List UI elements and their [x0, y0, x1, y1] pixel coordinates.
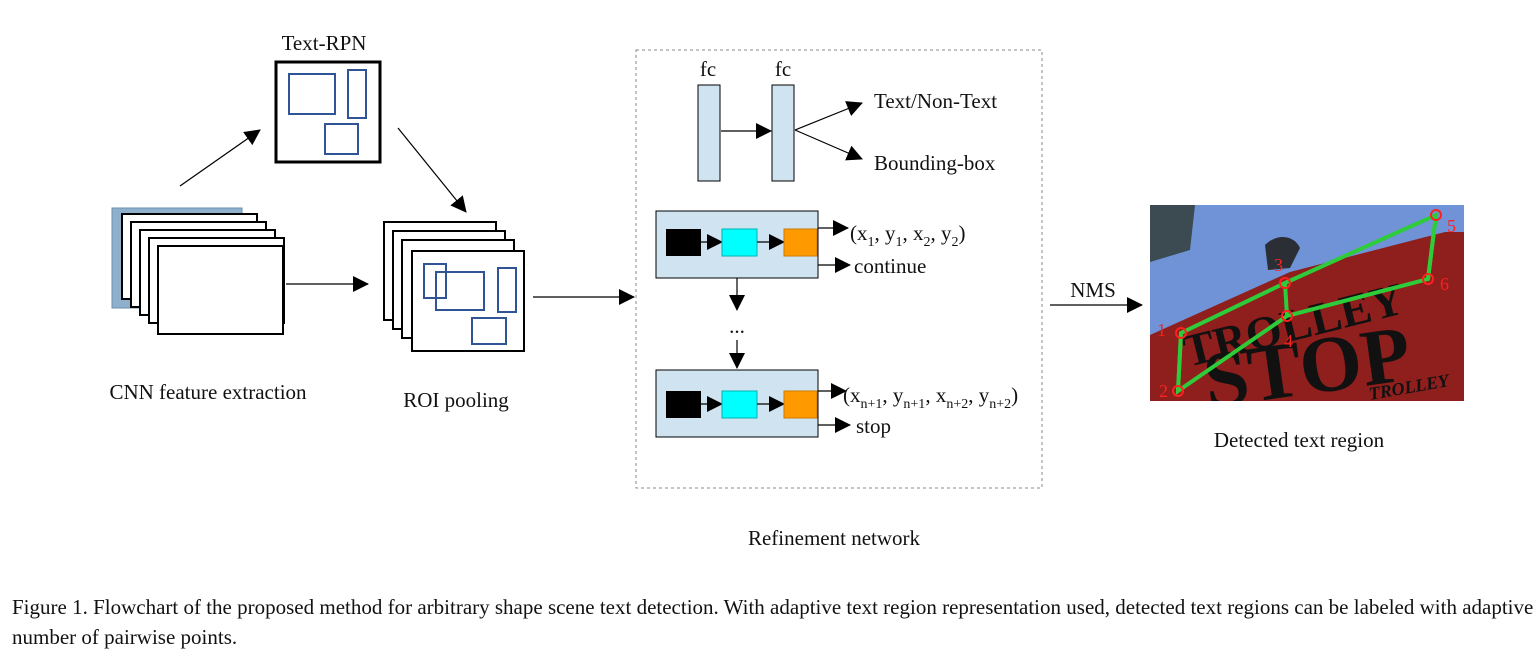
point-label: 4	[1284, 331, 1293, 351]
refinement-label: Refinement network	[748, 526, 921, 550]
arrow-to-bbox	[794, 129, 863, 161]
fc1-layer	[697, 84, 721, 182]
cnn-map-front	[157, 245, 284, 335]
photo-sign	[1150, 232, 1464, 401]
stop-label: stop	[856, 414, 891, 438]
text-rpn-box	[274, 60, 382, 164]
rnn-cell-orange	[783, 390, 818, 419]
detected-label: Detected text region	[1214, 428, 1385, 452]
arrow-rpn-to-roi	[397, 127, 467, 213]
point-marker	[1175, 327, 1187, 339]
point-label: 5	[1447, 216, 1456, 236]
rnn-step-top	[655, 210, 851, 279]
polygon-pair-line	[1176, 332, 1183, 392]
roi-box	[497, 267, 517, 313]
photo-pole-top	[1265, 236, 1300, 270]
point-marker	[1172, 385, 1184, 397]
point-label: 3	[1274, 255, 1283, 275]
coords-top: (x1, y1, x2, y2)	[850, 221, 966, 250]
rpn-proposal-box	[288, 73, 336, 115]
rpn-map	[274, 60, 382, 164]
coords-bottom: (xn+1, yn+1, xn+2, yn+2)	[843, 383, 1018, 412]
rnn-cell-orange	[783, 228, 818, 257]
polygon-pair-line	[1426, 214, 1438, 280]
roi-pooling-stack	[383, 221, 525, 352]
text-nontext-label: Text/Non-Text	[874, 89, 997, 113]
point-label: 2	[1159, 381, 1168, 401]
arrow-to-classification	[794, 101, 863, 131]
point-label: 6	[1440, 274, 1449, 294]
fc2-layer	[771, 84, 795, 182]
roi-box	[471, 317, 507, 345]
ellipsis: ...	[729, 314, 745, 338]
rnn-cell-black	[666, 391, 701, 418]
nms-label: NMS	[1070, 278, 1116, 302]
roi-box	[435, 271, 485, 311]
point-label: 1	[1157, 320, 1166, 340]
rpn-proposal-box	[324, 123, 359, 155]
point-marker	[1430, 209, 1442, 221]
rnn-cell-cyan	[721, 228, 758, 257]
photo-foliage	[1150, 205, 1195, 262]
fc2-label: fc	[775, 57, 791, 81]
roi-label: ROI pooling	[403, 388, 509, 412]
cnn-feature-stack	[111, 207, 285, 335]
point-marker	[1279, 277, 1291, 289]
rnn-step-bottom	[655, 369, 851, 438]
point-marker	[1422, 273, 1434, 285]
roi-map-front	[411, 250, 525, 352]
cnn-label: CNN feature extraction	[109, 380, 307, 404]
rpn-proposal-box	[347, 69, 367, 119]
figure-caption: Figure 1. Flowchart of the proposed meth…	[12, 595, 1534, 649]
refinement-network-frame	[635, 49, 1043, 489]
fc1-label: fc	[700, 57, 716, 81]
arrow-cnn-to-rpn	[179, 129, 261, 187]
bbox-label: Bounding-box	[874, 151, 996, 175]
detected-text-photo: TROLLEY STOP TROLLEY 1 2 3 4 5 6	[1150, 205, 1464, 401]
continue-label: continue	[854, 254, 926, 278]
rnn-cell-black	[666, 229, 701, 256]
text-rpn-label: Text-RPN	[282, 31, 367, 55]
point-marker	[1281, 310, 1293, 322]
rnn-cell-cyan	[721, 390, 758, 419]
